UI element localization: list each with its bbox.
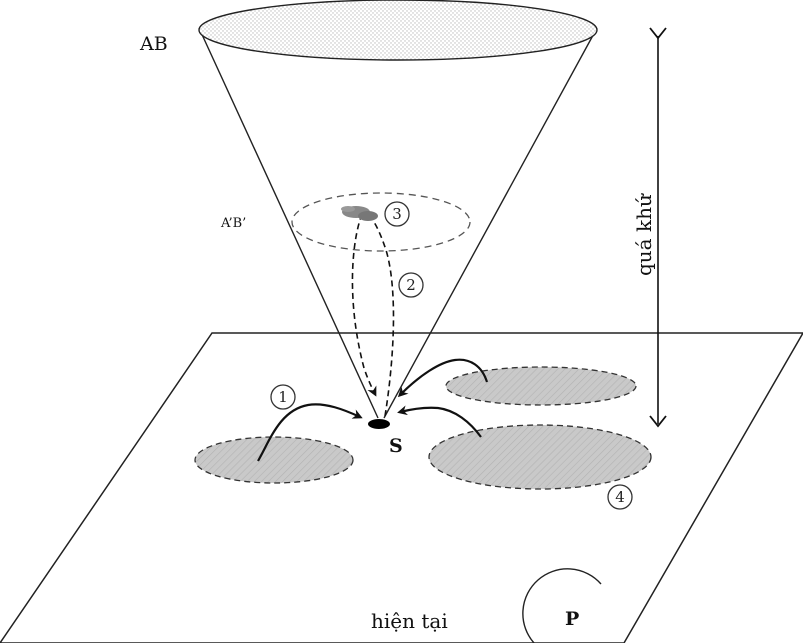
point-s	[368, 419, 390, 429]
plane-corner-arc	[522, 568, 602, 643]
cone-left-side	[198, 27, 379, 419]
label-a-prime-b-prime: A’B’	[220, 216, 246, 231]
marker-2: 2	[398, 272, 424, 298]
arrow-from-lower-right-region	[397, 405, 482, 438]
label-p: P	[565, 608, 579, 630]
marker-1: 1	[270, 384, 296, 410]
label-qua-khu: quá khứ	[632, 193, 656, 276]
arrow-from-left-region	[257, 403, 363, 462]
section-ellipse	[291, 192, 471, 252]
svg-text:4: 4	[615, 488, 625, 506]
plane-p	[0, 332, 803, 643]
label-s: S	[389, 435, 403, 457]
cone-top-ellipse	[198, 0, 598, 61]
memory-image-icon	[341, 206, 378, 221]
arrow-from-upper-right-region	[397, 358, 489, 398]
memory-dashed-arrow-down	[351, 213, 377, 397]
cone-right-side	[383, 27, 598, 419]
svg-text:1: 1	[278, 388, 288, 406]
marker-3: 3	[384, 201, 410, 227]
marker-4: 4	[607, 484, 633, 510]
svg-text:2: 2	[406, 276, 416, 294]
gray-region-left	[194, 436, 354, 484]
gray-region-lower-right	[428, 424, 652, 490]
label-ab: AB	[139, 33, 168, 55]
gray-region-upper-right	[445, 366, 637, 406]
label-hien-tai: hiện tại	[371, 609, 448, 633]
svg-text:3: 3	[392, 205, 402, 223]
memory-dashed-arrow-up	[367, 213, 395, 417]
